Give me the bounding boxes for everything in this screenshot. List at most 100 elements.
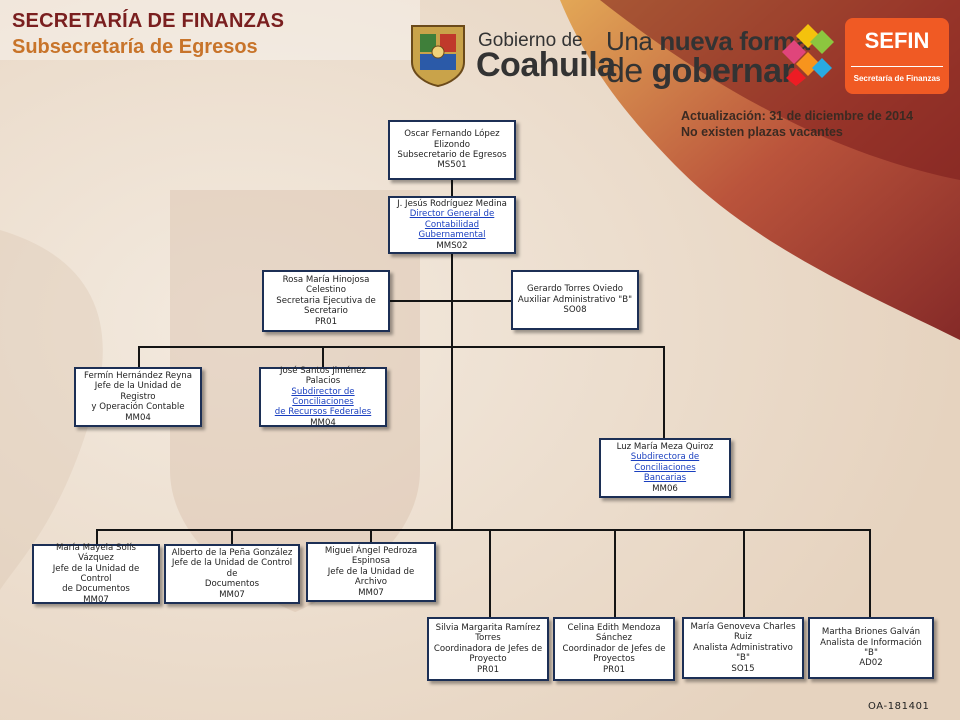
box-control-documentos-2[interactable]: Alberto de la Peña González Jefe de la U… (164, 544, 300, 604)
line: Celina Edith Mendoza (567, 622, 661, 633)
box-subdirector-federales[interactable]: José Santos Jiménez Palacios Subdirector… (259, 365, 387, 428)
sefin-logo-divider (851, 66, 943, 67)
connector-line (96, 529, 98, 545)
box-unidad-archivo[interactable]: Miguel Ángel Pedroza Espinosa Jefe de la… (306, 542, 436, 602)
box-jefe-registro[interactable]: Fermín Hernández Reyna Jefe de la Unidad… (74, 367, 202, 427)
slogan-una: Una (606, 26, 653, 56)
page-subtitle: Subsecretaría de Egresos (12, 36, 258, 58)
position-code: MMS02 (436, 240, 468, 251)
line: Secretario (304, 306, 348, 317)
line: Jefe de la Unidad de Archivo (327, 566, 415, 588)
line: Espinosa (351, 556, 391, 567)
line: MM07 (219, 589, 245, 600)
box-secretaria-ejecutiva[interactable]: Rosa María Hinojosa Celestino Secretaria… (262, 270, 390, 332)
sefin-logo-subtitle: Secretaría de Finanzas (853, 74, 941, 83)
line: Fermín Hernández Reyna (83, 370, 193, 381)
line: Documentos (204, 579, 260, 590)
line: MM04 (125, 412, 151, 423)
box-subsecretario[interactable]: Oscar Fernando López Elizondo Subsecreta… (388, 120, 516, 180)
line: SO08 (563, 305, 587, 316)
line: PR01 (476, 664, 500, 675)
subdirector-title-link-2[interactable]: de Recursos Federales (274, 407, 372, 418)
connector-line (138, 346, 665, 348)
update-date: Actualización: 31 de diciembre de 2014 (681, 109, 914, 123)
connector-line (489, 529, 491, 617)
colorful-squares-logo-icon (782, 24, 834, 86)
line: María Genoveva Charles (690, 621, 796, 632)
line: Coordinadora de Jefes de (433, 643, 543, 654)
box-subdirectora-bancarias[interactable]: Luz María Meza Quiroz Subdirectora de Co… (599, 438, 731, 498)
box-analista-informacion[interactable]: Martha Briones Galván Analista de Inform… (808, 617, 934, 679)
coahuila-coat-of-arms-icon (411, 25, 465, 88)
connector-line (231, 529, 233, 545)
box-director-general[interactable]: J. Jesús Rodríguez Medina Director Gener… (388, 196, 516, 254)
box-coordinadora-proyectos-1[interactable]: Silvia Margarita Ramírez Torres Coordina… (427, 617, 549, 681)
line: y Operación Contable (91, 402, 185, 413)
connector-line (96, 529, 871, 531)
slogan-gobernar: gobernar (651, 52, 795, 90)
coahuila-text: Coahuila (476, 46, 616, 84)
vacancy-note: No existen plazas vacantes (681, 125, 843, 139)
line: Proyecto (469, 654, 507, 665)
sefin-logo: SEFIN Secretaría de Finanzas (845, 18, 949, 94)
line: SO15 (731, 663, 755, 674)
position-code: MM06 (652, 483, 678, 494)
update-note: Actualización: 31 de diciembre de 2014 N… (681, 108, 913, 140)
line: PR01 (602, 664, 626, 675)
page-title: SECRETARÍA DE FINANZAS (12, 10, 285, 32)
line: Analista Administrativo "B" (693, 642, 793, 664)
line: Jefe de la Unidad de Control de (171, 558, 293, 579)
slogan-line2: de gobernar (606, 52, 795, 91)
person-name: Luz María Meza Quiroz (616, 441, 714, 452)
line: Secretaria Ejecutiva de (276, 295, 376, 306)
connector-line (389, 300, 513, 302)
line: Silvia Margarita Ramírez (435, 622, 541, 633)
director-title-link-2[interactable]: Contabilidad Gubernamental (418, 219, 486, 241)
subdirector-title-link[interactable]: Subdirector de Conciliaciones (291, 386, 355, 407)
box-coordinador-proyectos-2[interactable]: Celina Edith Mendoza Sánchez Coordinador… (553, 617, 675, 681)
line: Sánchez (595, 633, 633, 644)
gobierno-de-text: Gobierno de (478, 30, 583, 51)
document-code: OA-181401 (868, 701, 930, 712)
connector-line (743, 529, 745, 617)
line: Jefe de la Unidad de Control (52, 563, 140, 584)
connector-line (138, 346, 140, 368)
line: Proyectos (593, 654, 635, 665)
line: PR01 (314, 316, 338, 327)
box-control-documentos-1[interactable]: María Mayela Solís Vázquez Jefe de la Un… (32, 542, 160, 605)
line: Coordinador de Jefes de (562, 643, 666, 654)
line: Oscar Fernando López (404, 129, 500, 140)
director-title-link[interactable]: Director General de (409, 209, 495, 220)
line: Torres (475, 633, 501, 644)
position-code: MM04 (310, 417, 336, 428)
line: Miguel Ángel Pedroza (324, 545, 418, 556)
connector-line (370, 529, 372, 543)
line: MS501 (437, 160, 467, 171)
line: Martha Briones Galván (821, 627, 921, 638)
line: Alberto de la Peña González (171, 547, 293, 558)
box-analista-administrativo[interactable]: María Genoveva Charles Ruiz Analista Adm… (682, 617, 804, 679)
connector-line (614, 529, 616, 617)
sefin-logo-name: SEFIN (864, 28, 930, 53)
connector-line (322, 346, 324, 368)
person-name: José Santos Jiménez Palacios (279, 365, 367, 387)
line: Subsecretario de Egresos (397, 150, 507, 160)
line: MM07 (358, 587, 384, 598)
line: Jefe de la Unidad de Registro (94, 381, 182, 402)
line: Elizondo (433, 139, 471, 150)
connector-line (869, 529, 871, 617)
connector-line (663, 346, 665, 438)
connector-line (451, 254, 453, 530)
line: Analista de Información "B" (820, 637, 922, 658)
line: Gerardo Torres Oviedo (526, 284, 624, 295)
line: Rosa María Hinojosa Celestino (282, 274, 370, 296)
subdirectora-title-link-2[interactable]: Bancarias (643, 473, 687, 484)
line: María Mayela Solís Vázquez (55, 542, 136, 564)
line: Auxiliar Administrativo "B" (517, 294, 633, 305)
line: de Documentos (62, 584, 130, 595)
person-name: J. Jesús Rodríguez Medina (397, 198, 507, 209)
subdirectora-title-link[interactable]: Subdirectora de Conciliaciones (630, 452, 700, 473)
line: AD02 (859, 658, 883, 669)
box-auxiliar-administrativo[interactable]: Gerardo Torres Oviedo Auxiliar Administr… (511, 270, 639, 330)
